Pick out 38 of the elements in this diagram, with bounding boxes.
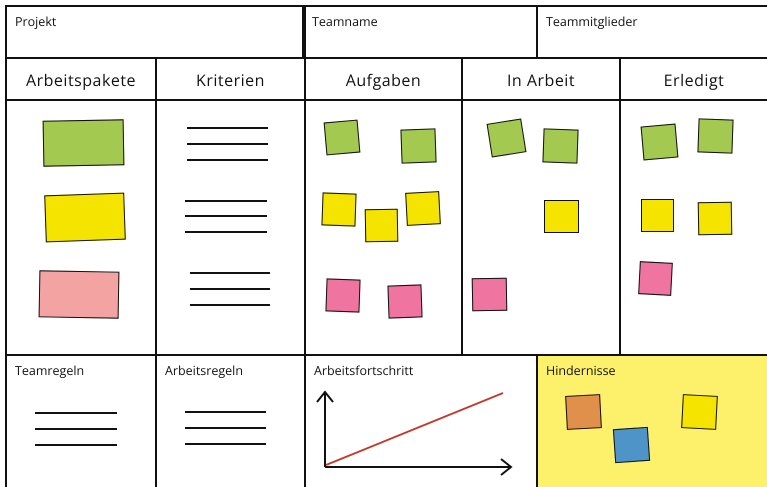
sticky-note <box>698 202 732 236</box>
sticky-note <box>325 278 361 313</box>
section-label: Projekt <box>15 13 56 30</box>
sticky-note <box>472 278 508 312</box>
section-label: Teamname <box>312 13 378 30</box>
section-label: Teammitglieder <box>546 13 638 30</box>
sticky-note <box>565 394 602 430</box>
sticky-note <box>544 200 579 233</box>
sticky-note <box>542 128 579 164</box>
column-heading: Arbeitspakete <box>24 69 138 91</box>
sticky-note <box>640 124 678 160</box>
board-section <box>302 5 538 59</box>
sticky-note <box>321 192 357 227</box>
section-label: Arbeitsfortschritt <box>314 362 414 379</box>
sticky-note <box>638 261 673 296</box>
column-heading: Erledigt <box>662 69 726 91</box>
section-label: Hindernisse <box>546 362 616 379</box>
column-heading: Aufgaben <box>344 69 422 91</box>
sticky-note <box>486 118 526 158</box>
column-heading: In Arbeit <box>506 69 576 91</box>
sticky-note <box>324 120 360 156</box>
sticky-note <box>44 192 126 242</box>
sticky-note <box>697 118 734 154</box>
sticky-note <box>387 284 423 319</box>
kanban-column <box>5 57 157 356</box>
section-label: Teamregeln <box>15 362 84 379</box>
sticky-note <box>641 199 674 232</box>
board-section <box>536 354 767 487</box>
sticky-note <box>405 191 441 226</box>
board-section <box>5 5 306 59</box>
sticky-note <box>364 208 398 242</box>
sticky-note <box>400 128 437 164</box>
sticky-note <box>42 119 124 167</box>
sticky-note <box>612 426 650 464</box>
section-label: Arbeitsregeln <box>165 362 244 379</box>
sticky-note <box>38 270 120 319</box>
column-heading: Kriterien <box>195 69 266 91</box>
sticky-note <box>681 394 718 430</box>
